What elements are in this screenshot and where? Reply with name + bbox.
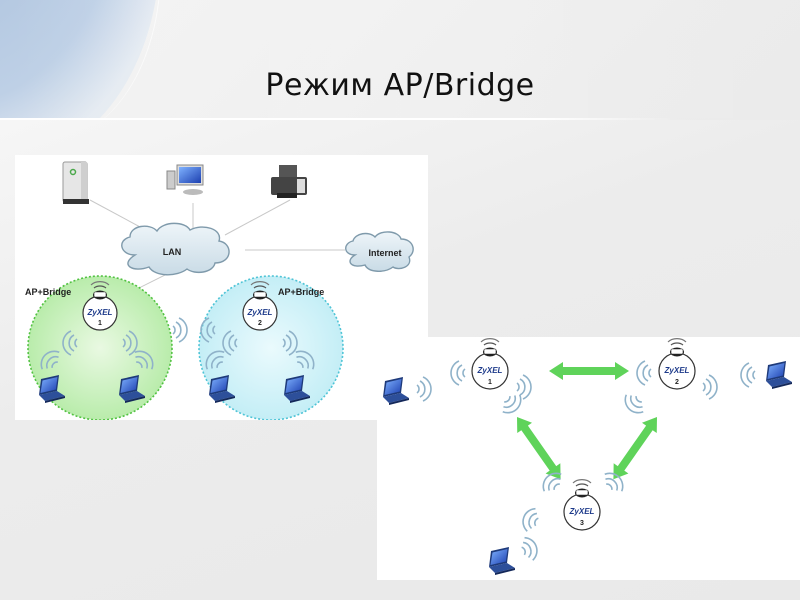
header-band (0, 0, 800, 118)
ap2-number: 2 (258, 320, 262, 327)
ap2-brand: ZyXEL (664, 366, 690, 375)
internet-label: Internet (368, 248, 401, 258)
ap1-number: 1 (98, 320, 102, 327)
internet-cloud (345, 231, 414, 272)
laptop-icon (766, 361, 792, 389)
title-divider (0, 118, 680, 120)
ap2-mode-label: AP+Bridge (278, 287, 324, 297)
laptop-icon (489, 547, 515, 575)
link-ap1-ap2 (549, 362, 629, 380)
slide-title: Режим AP/Bridge (265, 68, 535, 103)
ap3-brand: ZyXEL (569, 507, 595, 516)
server-icon (62, 161, 89, 204)
desktop-computer-icon (166, 164, 204, 195)
ap1-number: 1 (488, 379, 492, 386)
lan-bridge-diagram: LAN Internet AP+Bridge ZyXEL 1 AP+Bridge… (15, 155, 428, 420)
lan-label: LAN (163, 247, 182, 257)
lan-cloud (121, 222, 230, 276)
ap2-coverage-zone (198, 275, 344, 420)
client3-signal-icon (518, 534, 542, 564)
printer-icon (271, 165, 307, 198)
ap2-number: 2 (675, 379, 679, 386)
client2-signal-icon (740, 362, 756, 388)
ap1-brand: ZyXEL (87, 308, 113, 317)
ap1-brand: ZyXEL (477, 366, 503, 375)
laptop-icon (383, 377, 409, 405)
ap2-brand: ZyXEL (247, 308, 273, 317)
client1-signal-icon (416, 376, 432, 402)
ap3-number: 3 (580, 520, 584, 527)
wds-mesh-diagram: ZyXEL 1 ZyXEL 2 ZyXEL 3 (377, 337, 800, 580)
ap1-mode-label: AP+Bridge (25, 287, 71, 297)
